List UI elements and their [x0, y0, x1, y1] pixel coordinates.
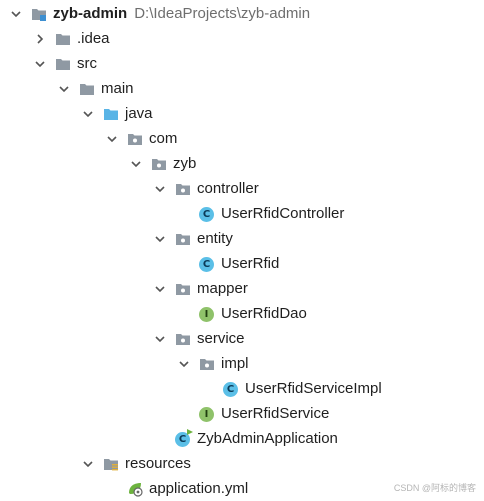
- tree-node-label: src: [77, 55, 97, 72]
- tree-node-label: main: [101, 80, 134, 97]
- tree-node-label: UserRfidDao: [221, 305, 307, 322]
- tree-node-service[interactable]: service: [154, 326, 245, 351]
- tree-node-label: zyb-admin: [53, 5, 128, 22]
- tree-node-label: UserRfid: [221, 255, 280, 272]
- package-icon: [151, 156, 167, 172]
- tree-node-user-rfid-service[interactable]: I UserRfidService: [178, 401, 329, 426]
- package-icon: [127, 131, 143, 147]
- package-icon: [175, 331, 191, 347]
- chevron-down-icon[interactable]: [34, 58, 46, 70]
- tree-node-label: application.yml: [149, 480, 249, 497]
- tree-node-user-rfid-dao[interactable]: I UserRfidDao: [178, 301, 307, 326]
- source-folder-icon: [103, 106, 119, 122]
- tree-node-label: UserRfidServiceImpl: [245, 380, 382, 397]
- chevron-down-icon[interactable]: [154, 183, 166, 195]
- tree-node-java[interactable]: java: [82, 101, 153, 126]
- spring-config-icon: [127, 481, 143, 497]
- class-icon: C: [199, 206, 215, 222]
- folder-icon: [79, 81, 95, 97]
- folder-icon: [55, 31, 71, 47]
- tree-node-resources[interactable]: resources: [82, 451, 191, 476]
- package-icon: [175, 281, 191, 297]
- tree-node-label: resources: [125, 455, 191, 472]
- tree-node-entity[interactable]: entity: [154, 226, 233, 251]
- interface-icon: I: [199, 406, 215, 422]
- folder-icon: [55, 56, 71, 72]
- tree-node-zyb-admin[interactable]: zyb-admin D:\IdeaProjects\zyb-admin: [10, 1, 310, 26]
- tree-node-label: UserRfidService: [221, 405, 330, 422]
- package-icon: [175, 231, 191, 247]
- chevron-right-icon[interactable]: [34, 33, 46, 45]
- tree-node-user-rfid-controller[interactable]: C UserRfidController: [178, 201, 344, 226]
- chevron-down-icon[interactable]: [58, 83, 70, 95]
- tree-node-user-rfid[interactable]: C UserRfid: [178, 251, 279, 276]
- tree-node-label: entity: [197, 230, 233, 247]
- chevron-down-icon[interactable]: [154, 233, 166, 245]
- tree-node-main[interactable]: main: [58, 76, 134, 101]
- chevron-down-icon[interactable]: [10, 8, 22, 20]
- tree-node-label: zyb: [173, 155, 197, 172]
- watermark: CSDN @阿标的博客: [393, 483, 476, 493]
- resources-folder-icon: [103, 456, 119, 472]
- interface-icon: I: [199, 306, 215, 322]
- tree-node-user-rfid-service-impl[interactable]: C UserRfidServiceImpl: [202, 376, 382, 401]
- spring-boot-class-icon: C: [175, 428, 193, 447]
- tree-node-com[interactable]: com: [106, 126, 177, 151]
- tree-node-controller[interactable]: controller: [154, 176, 259, 201]
- tree-node-label: ZybAdminApplication: [197, 430, 338, 447]
- chevron-down-icon[interactable]: [82, 458, 94, 470]
- tree-node-mapper[interactable]: mapper: [154, 276, 248, 301]
- package-icon: [175, 181, 191, 197]
- tree-node-label: controller: [197, 180, 259, 197]
- tree-node-label: mapper: [197, 280, 248, 297]
- class-icon: C: [223, 381, 239, 397]
- chevron-down-icon[interactable]: [130, 158, 142, 170]
- chevron-down-icon[interactable]: [106, 133, 118, 145]
- tree-node-label: service: [197, 330, 245, 347]
- tree-node-label: impl: [221, 355, 249, 372]
- package-icon: [199, 356, 215, 372]
- project-path: D:\IdeaProjects\zyb-admin: [134, 5, 311, 22]
- tree-node-impl[interactable]: impl: [178, 351, 249, 376]
- tree-node-label: com: [149, 130, 178, 147]
- class-icon: C: [199, 256, 215, 272]
- tree-node-application-yml[interactable]: application.yml: [106, 476, 248, 501]
- chevron-down-icon[interactable]: [154, 333, 166, 345]
- tree-node-zyb[interactable]: zyb: [130, 151, 196, 176]
- chevron-down-icon[interactable]: [154, 283, 166, 295]
- tree-node-label: .idea: [77, 30, 110, 47]
- run-marker-icon: [187, 428, 193, 435]
- tree-node-label: UserRfidController: [221, 205, 345, 222]
- tree-node-label: java: [125, 105, 153, 122]
- chevron-down-icon[interactable]: [178, 358, 190, 370]
- tree-node-idea[interactable]: .idea: [34, 26, 110, 51]
- module-folder-icon: [31, 6, 47, 22]
- tree-node-zyb-admin-application[interactable]: C ZybAdminApplication: [154, 426, 338, 451]
- tree-node-src[interactable]: src: [34, 51, 97, 76]
- chevron-down-icon[interactable]: [82, 108, 94, 120]
